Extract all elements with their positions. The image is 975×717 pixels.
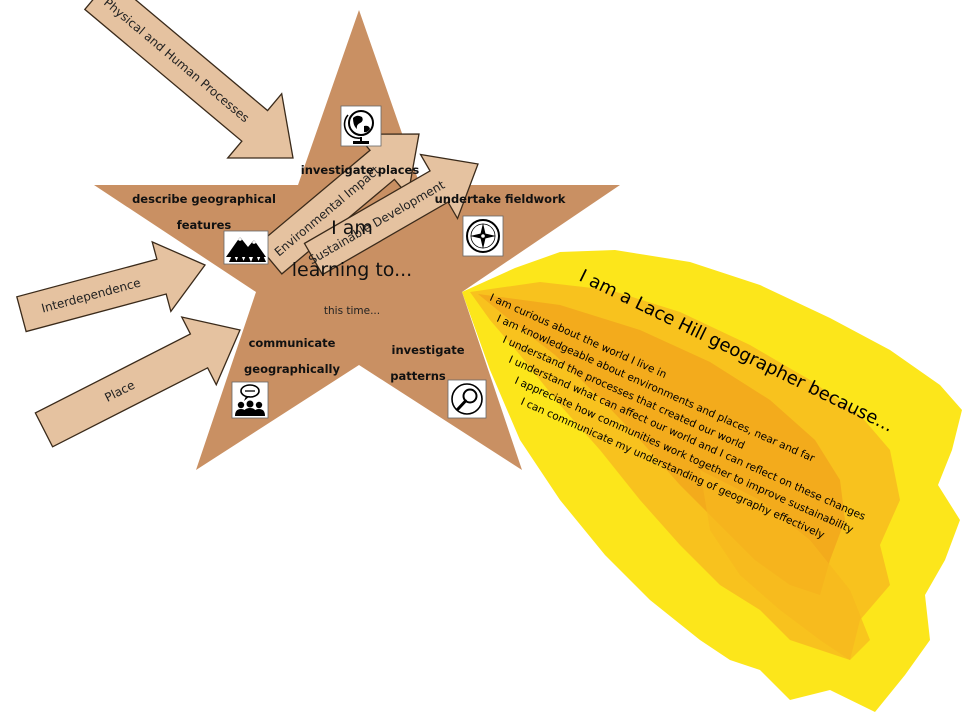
center-line-2: learning to...	[292, 259, 412, 281]
center-note: this time...	[324, 305, 380, 317]
center-line-1: I am	[331, 217, 373, 239]
skill-investigate-patterns-1: investigate	[392, 343, 465, 357]
people-talking-icon	[231, 381, 269, 419]
arrow-interdependence: Interdependence	[16, 240, 207, 333]
skill-communicate-1: communicate	[249, 336, 336, 350]
skill-communicate-2: geographically	[244, 362, 340, 376]
star-tail	[462, 250, 962, 712]
skill-describe-features-1: describe geographical	[132, 192, 276, 206]
magnifier-icon	[447, 379, 487, 419]
arrow-place: Place	[34, 316, 241, 448]
skill-undertake-fieldwork: undertake fieldwork	[435, 192, 566, 206]
compass-icon	[462, 215, 504, 257]
mountains-icon	[223, 230, 269, 265]
skill-investigate-places: investigate places	[301, 163, 420, 177]
globe-icon	[340, 105, 382, 147]
tail-flare	[700, 470, 870, 660]
arrow-label-physical-human: Physical and Human Processes	[101, 0, 252, 125]
skill-describe-features-2: features	[177, 218, 232, 232]
arrow-physical-human-processes: Physical and Human Processes	[83, 0, 294, 159]
skill-investigate-patterns-2: patterns	[390, 369, 446, 383]
